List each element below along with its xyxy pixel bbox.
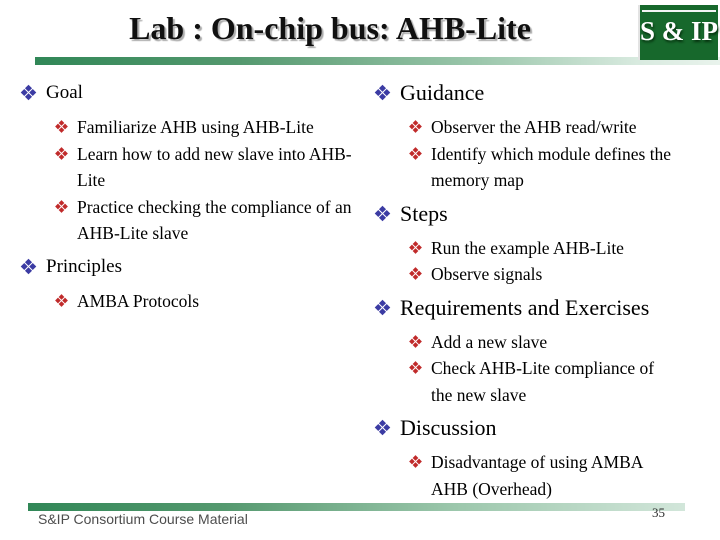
list-item: Disadvantage of using AMBA AHB (Overhead… — [409, 449, 720, 502]
section-title: Steps — [400, 200, 448, 226]
section-heading: Goal — [20, 78, 370, 108]
list-item-text: Add a new slave — [431, 331, 548, 352]
section-requirements: Requirements and Exercises Add a new sla… — [374, 293, 720, 409]
list-item: Practice checking the compliance of an A… — [55, 194, 370, 247]
list-item-text: Disadvantage of using AMBA AHB (Overhead… — [431, 452, 643, 499]
section-heading: Discussion — [374, 413, 720, 443]
diamond-cluster-icon — [409, 267, 422, 280]
logo-top-line — [642, 10, 716, 12]
section-goal: Goal Familiarize AHB using AHB-Lite Lear… — [20, 78, 370, 247]
section-principles: Principles AMBA Protocols — [20, 252, 370, 315]
left-column: Goal Familiarize AHB using AHB-Lite Lear… — [20, 78, 370, 315]
list-item-text: Check AHB-Lite compliance of the new sla… — [431, 358, 655, 405]
section-heading: Requirements and Exercises — [374, 293, 720, 323]
diamond-cluster-icon — [409, 334, 422, 348]
diamond-cluster-icon — [20, 84, 37, 101]
list-item-text: Run the example AHB-Lite — [431, 237, 624, 258]
section-heading: Steps — [374, 199, 720, 229]
list-item-text: Observer the AHB read/write — [431, 117, 637, 137]
section-discussion: Discussion Disadvantage of using AMBA AH… — [374, 413, 720, 502]
section-title: Guidance — [400, 80, 485, 105]
section-guidance: Guidance Observer the AHB read/write Ide… — [374, 78, 720, 194]
list-item: Check AHB-Lite compliance of the new sla… — [409, 355, 720, 408]
list-item: Run the example AHB-Lite — [409, 235, 720, 262]
diamond-cluster-icon — [55, 199, 68, 213]
diamond-cluster-icon — [409, 361, 422, 374]
logo-text: S & IP — [640, 16, 719, 46]
section-title: Goal — [46, 82, 83, 103]
list-item: Observe signals — [409, 261, 720, 288]
diamond-cluster-icon — [374, 299, 391, 315]
footer-text: S&IP Consortium Course Material — [38, 511, 248, 527]
sip-logo: S & IP — [638, 5, 718, 60]
diamond-cluster-icon — [374, 419, 391, 436]
list-item-text: Learn how to add new slave into AHB-Lite — [77, 143, 352, 191]
diamond-cluster-icon — [374, 205, 391, 221]
list-item: Identify which module defines the memory… — [409, 141, 720, 194]
footer-divider-bar — [28, 503, 685, 511]
page-number: 35 — [652, 505, 665, 520]
diamond-cluster-icon — [55, 120, 68, 133]
diamond-cluster-icon — [374, 84, 391, 101]
section-heading: Guidance — [374, 78, 720, 108]
right-column: Guidance Observer the AHB read/write Ide… — [374, 78, 720, 502]
slide-title: Lab : On-chip bus: AHB-Lite — [129, 10, 531, 46]
section-title: Principles — [46, 255, 122, 277]
list-item: AMBA Protocols — [55, 288, 370, 315]
list-item-text: Familiarize AHB using AHB-Lite — [77, 117, 314, 137]
diamond-cluster-icon — [409, 146, 422, 160]
diamond-cluster-icon — [409, 120, 422, 133]
list-item-text: Observe signals — [431, 264, 543, 284]
diamond-cluster-icon — [55, 293, 68, 307]
list-item: Learn how to add new slave into AHB-Lite — [55, 141, 370, 194]
section-title: Discussion — [400, 415, 497, 440]
list-item-text: AMBA Protocols — [77, 290, 200, 311]
diamond-cluster-icon — [20, 258, 37, 274]
section-title: Requirements and Exercises — [400, 294, 650, 320]
diamond-cluster-icon — [55, 146, 68, 160]
list-item-text: Identify which module defines the memory… — [431, 143, 672, 191]
list-item: Observer the AHB read/write — [409, 114, 720, 141]
section-heading: Principles — [20, 252, 370, 282]
list-item: Add a new slave — [409, 329, 720, 356]
diamond-cluster-icon — [409, 455, 422, 468]
list-item-text: Practice checking the compliance of an A… — [77, 196, 352, 244]
section-steps: Steps Run the example AHB-Lite Observe s… — [374, 199, 720, 288]
list-item: Familiarize AHB using AHB-Lite — [55, 114, 370, 141]
header-divider-bar — [35, 57, 720, 65]
diamond-cluster-icon — [409, 240, 422, 254]
